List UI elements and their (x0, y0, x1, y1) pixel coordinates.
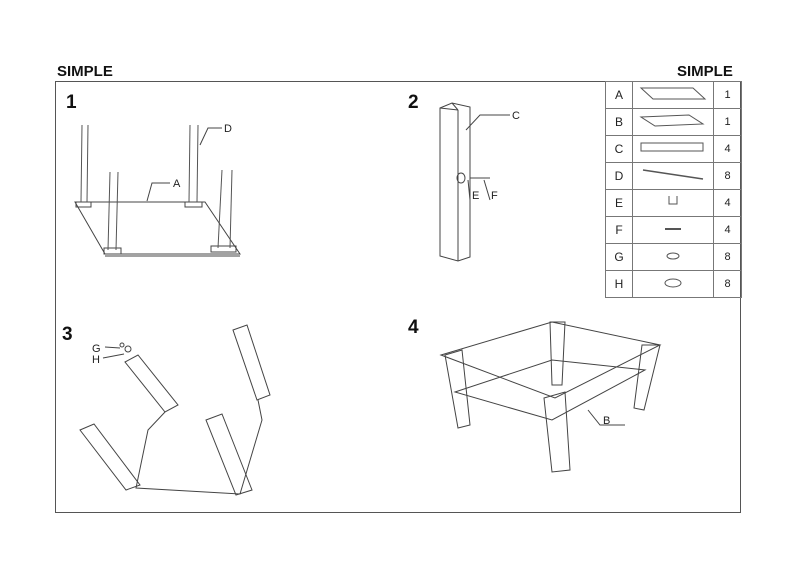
parts-row: A 1 (605, 81, 742, 109)
step-2-drawing: C E F (439, 102, 520, 262)
label-h: H (92, 354, 100, 366)
label-f: F (491, 190, 498, 202)
label-c: C (512, 110, 520, 122)
screw-icon (665, 227, 681, 230)
washer-icon (664, 278, 682, 287)
part-letter: D (605, 162, 633, 190)
parts-row: B 1 (605, 108, 742, 136)
step-3-number: 3 (62, 324, 73, 345)
part-quantity: 8 (713, 270, 742, 298)
parts-row: E 4 (605, 189, 742, 217)
part-letter: F (605, 216, 633, 244)
label-d: D (224, 123, 232, 135)
label-b: B (603, 415, 610, 427)
brand-title-right: SIMPLE (677, 63, 733, 80)
part-image (632, 243, 714, 271)
part-image (632, 189, 714, 217)
part-image (632, 81, 714, 109)
step-1-number: 1 (66, 92, 77, 113)
part-letter: G (605, 243, 633, 271)
part-quantity: 8 (713, 243, 742, 271)
part-quantity: 1 (713, 81, 742, 109)
part-quantity: 1 (713, 108, 742, 136)
parts-row: H 8 (605, 270, 742, 298)
leg-icon (640, 142, 704, 151)
step-4-number: 4 (408, 317, 419, 338)
parts-row: F 4 (605, 216, 742, 244)
part-image (632, 270, 714, 298)
part-letter: E (605, 189, 633, 217)
parts-row: C 4 (605, 135, 742, 163)
part-image (632, 216, 714, 244)
part-letter: B (605, 108, 633, 136)
part-image (632, 135, 714, 163)
step-2-number: 2 (408, 92, 419, 113)
glass-shelf-b (453, 359, 647, 421)
step-3-drawing: G H (79, 324, 271, 496)
part-quantity: 4 (713, 189, 742, 217)
bracket-icon (668, 195, 678, 204)
threaded-rods-d (80, 124, 233, 251)
part-quantity: 4 (713, 135, 742, 163)
part-quantity: 8 (713, 162, 742, 190)
nut-icon (666, 252, 680, 259)
glass-top-a (74, 201, 241, 255)
leg-c (439, 102, 471, 262)
glass-top-icon (639, 87, 707, 99)
step-1-drawing: A D (74, 123, 241, 257)
part-image (632, 108, 714, 136)
part-quantity: 4 (713, 216, 742, 244)
parts-row: G 8 (605, 243, 742, 271)
label-g: G (92, 343, 101, 355)
part-letter: H (605, 270, 633, 298)
part-letter: C (605, 135, 633, 163)
parts-row: D 8 (605, 162, 742, 190)
threaded-rod-icon (642, 168, 704, 180)
label-a: A (173, 178, 181, 190)
label-e: E (472, 190, 479, 202)
brand-title-left: SIMPLE (57, 63, 113, 80)
part-image (632, 162, 714, 190)
glass-shelf-icon (639, 113, 705, 127)
step-4-drawing: B (439, 321, 662, 473)
part-letter: A (605, 81, 633, 109)
